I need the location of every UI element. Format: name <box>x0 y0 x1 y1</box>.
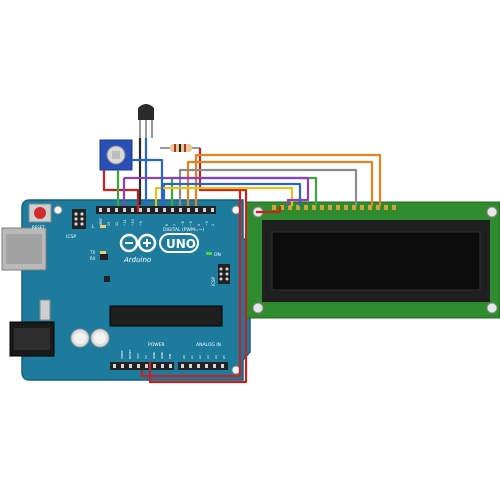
microcontroller-chip <box>109 305 223 327</box>
lcd-pin-header <box>272 205 396 210</box>
analog-label: ANALOG IN <box>196 342 221 348</box>
analog-header <box>178 362 228 370</box>
wire-purple <box>124 176 310 206</box>
analog-pin-label: A4 <box>214 355 218 359</box>
reset-button-cap <box>34 207 46 219</box>
wire-red <box>102 170 140 212</box>
power-header-pins <box>113 364 172 368</box>
l-led <box>100 225 106 228</box>
tx-led <box>100 251 106 254</box>
potentiometer <box>99 139 133 171</box>
wire-orange <box>194 153 382 206</box>
rx-label: RX <box>90 256 96 261</box>
icsp2-label: ICSP <box>211 276 216 286</box>
analog-pin-label: A5 <box>222 355 226 359</box>
analog-pin-label: A3 <box>206 355 210 359</box>
lcd-mount-hole <box>486 206 498 218</box>
temperature-sensor <box>138 104 154 138</box>
icsp-label: ICSP <box>66 234 76 240</box>
power-pin-label: VIN <box>168 354 172 359</box>
digital-pin-label: 2 <box>211 224 215 226</box>
digital-pin-label: ~6 <box>181 221 185 226</box>
power-pin-label: 3V3 <box>136 353 140 359</box>
analog-pin-label: A2 <box>198 355 202 359</box>
digital-label: DIGITAL (PWM=~) <box>163 227 204 233</box>
digital-pin-label: 4 <box>197 224 201 226</box>
crystal <box>39 299 51 321</box>
power-pin-label: RESET <box>128 349 132 359</box>
resistor <box>160 144 200 152</box>
power-pin-label: GND <box>152 351 156 359</box>
digital-pin-label: ~11 <box>123 219 127 226</box>
digital-pin-label: 7 <box>173 224 177 226</box>
capacitor-top <box>74 332 86 344</box>
icsp-header-small <box>72 209 86 229</box>
analog-pin-label: A1 <box>190 355 194 359</box>
digital-pin-label: ~5 <box>189 221 193 226</box>
digital-pin-label: ~9 <box>139 221 143 226</box>
digital-pin-label: ~3 <box>205 221 209 226</box>
wire-black <box>140 190 242 378</box>
small-chip <box>100 254 108 260</box>
mount-hole <box>231 205 241 215</box>
analog-pin-label: A0 <box>182 355 186 359</box>
usb-connector-inner <box>6 234 42 264</box>
wire-blue <box>132 158 164 206</box>
digital-pin-label: 12 <box>115 222 119 226</box>
wire-blue <box>162 182 302 206</box>
capacitor-top <box>94 332 106 344</box>
mount-hole <box>231 365 241 375</box>
power-pin-label: IOREF <box>120 350 124 359</box>
l-label: L <box>92 224 95 229</box>
mount-hole <box>53 205 63 215</box>
on-led <box>206 252 212 255</box>
model-label: UNO <box>166 237 196 251</box>
digital-pin-label: ~10 <box>131 219 135 226</box>
lcd-mount-hole <box>252 302 264 314</box>
digital-pin-label: 8 <box>165 224 169 226</box>
lcd-screen <box>271 231 481 291</box>
wire-red <box>256 206 282 214</box>
power-label: POWER <box>148 342 165 348</box>
power-pin-label: GND <box>160 351 164 359</box>
power-header <box>110 362 174 370</box>
lcd-module <box>245 201 500 319</box>
on-label: ON <box>214 252 221 258</box>
wire-yellow <box>154 186 294 206</box>
digital-pin-label: 13 <box>107 222 111 226</box>
aref-label: AREF <box>99 218 103 226</box>
analog-header-pins <box>181 364 224 368</box>
arduino-logo: UNO Arduino <box>119 233 199 264</box>
tx-label: TX <box>89 250 95 255</box>
dc-jack-inner <box>14 328 50 350</box>
lcd-mount-hole <box>486 302 498 314</box>
wires <box>102 138 382 384</box>
icsp-header-right <box>218 264 230 284</box>
digital-header-pins <box>99 208 214 212</box>
reset-label: RESET <box>32 225 45 230</box>
power-pin-label: 5V <box>144 354 148 359</box>
brand-label: Arduino <box>123 256 151 264</box>
board-outline <box>21 199 251 381</box>
arduino-board: RESET ICSP 13 12 ~11 ~10 ~9 8 7 ~6 ~5 4 … <box>1 199 251 381</box>
small-chip <box>104 276 110 282</box>
